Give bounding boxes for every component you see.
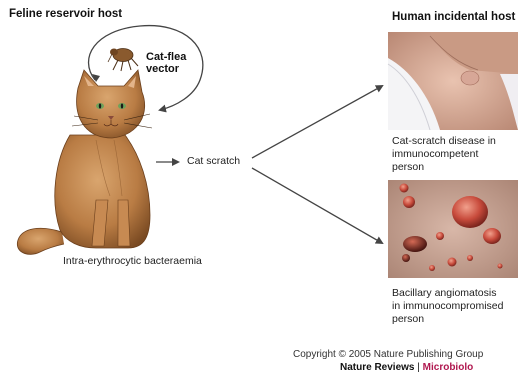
csd-caption: Cat-scratch disease in immunocompetent p… <box>392 135 496 174</box>
arrow-to-ba <box>252 168 382 243</box>
photo-cat-scratch-disease <box>388 32 518 130</box>
arrow-to-csd <box>252 86 382 158</box>
ba-caption: Bacillary angiomatosis in immunocompromi… <box>392 287 503 326</box>
flea-icon <box>108 49 138 72</box>
cat-scratch-label: Cat scratch <box>187 155 240 168</box>
bacteraemia-caption: Intra-erythrocytic bacteraemia <box>63 255 202 268</box>
journal-brand: Nature Reviews | Microbiolo <box>340 362 473 373</box>
vector-label: Cat-flea vector <box>146 51 186 75</box>
brand-separator: | <box>417 362 420 373</box>
cat-illustration <box>17 70 152 254</box>
photo-bacillary-angiomatosis <box>388 180 518 278</box>
brand-name: Nature Reviews <box>340 362 414 373</box>
copyright-notice: Copyright © 2005 Nature Publishing Group <box>293 349 483 360</box>
brand-journal: Microbiolo <box>423 362 474 373</box>
